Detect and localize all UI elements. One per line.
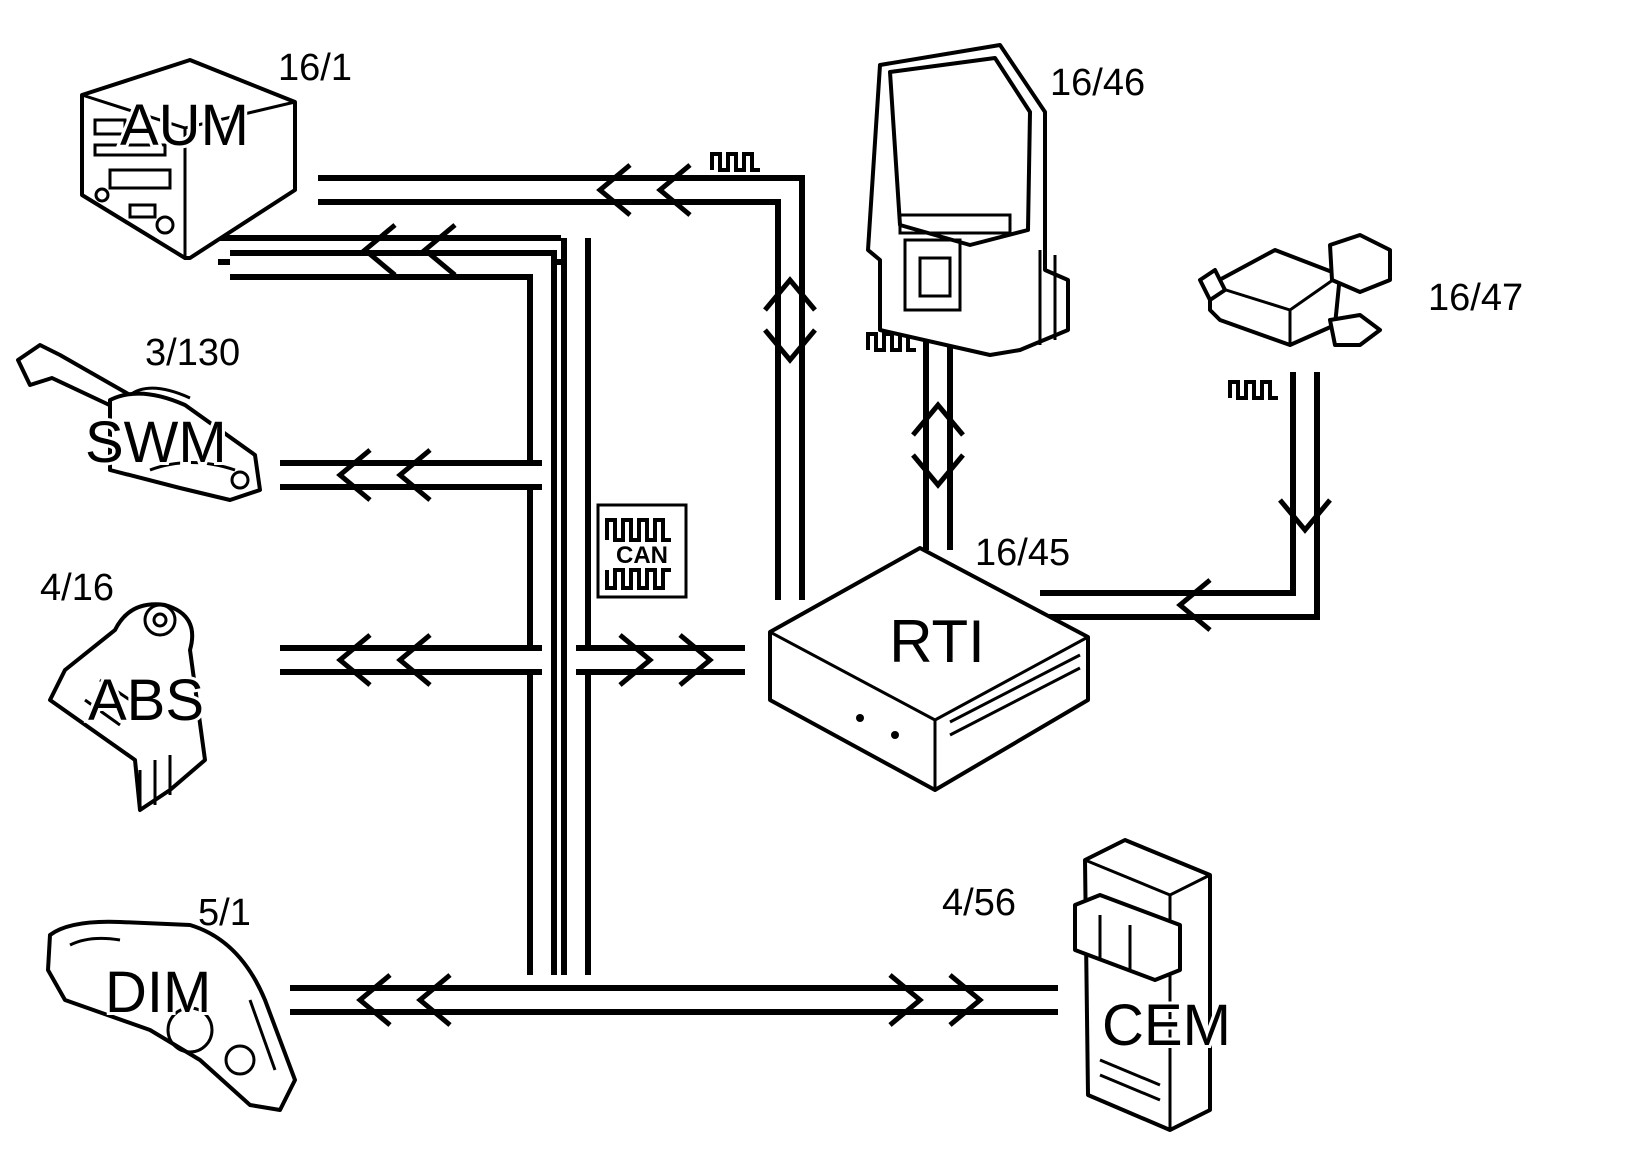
cem-unit: CEM 4/56 [942, 838, 1234, 1132]
navigation-display: 16/46 [866, 43, 1145, 357]
dim-unit: DIM 5/1 [46, 892, 297, 1112]
can-label: CAN [616, 542, 668, 569]
cem-label: CEM [1102, 993, 1231, 1058]
gps-receiver-code: 16/47 [1428, 277, 1523, 319]
dim-code: 5/1 [198, 892, 251, 934]
can-symbol: CAN [596, 503, 688, 599]
abs-unit: ABS 4/16 [40, 567, 207, 812]
signal-icon [1228, 380, 1278, 400]
abs-label: ABS [88, 668, 204, 733]
abs-code: 4/16 [40, 567, 114, 609]
signal-icon [710, 152, 760, 172]
dim-label: DIM [105, 960, 211, 1025]
swm-label: SWM [85, 410, 227, 475]
rti-label: RTI [889, 608, 985, 675]
swm-unit: SWM 3/130 [16, 332, 262, 502]
cem-code: 4/56 [942, 882, 1016, 924]
aum-unit: AUM 16/1 [80, 47, 352, 260]
swm-code: 3/130 [145, 332, 240, 374]
flow-arrows [336, 163, 1332, 1027]
gps-receiver: 16/47 [1198, 233, 1523, 347]
aum-label: AUM [120, 93, 249, 158]
rti-unit: RTI 16/45 [768, 532, 1090, 792]
aum-code: 16/1 [278, 47, 352, 89]
bus-lines [218, 175, 1320, 1015]
navigation-display-code: 16/46 [1050, 62, 1145, 104]
rti-code: 16/45 [975, 532, 1070, 574]
